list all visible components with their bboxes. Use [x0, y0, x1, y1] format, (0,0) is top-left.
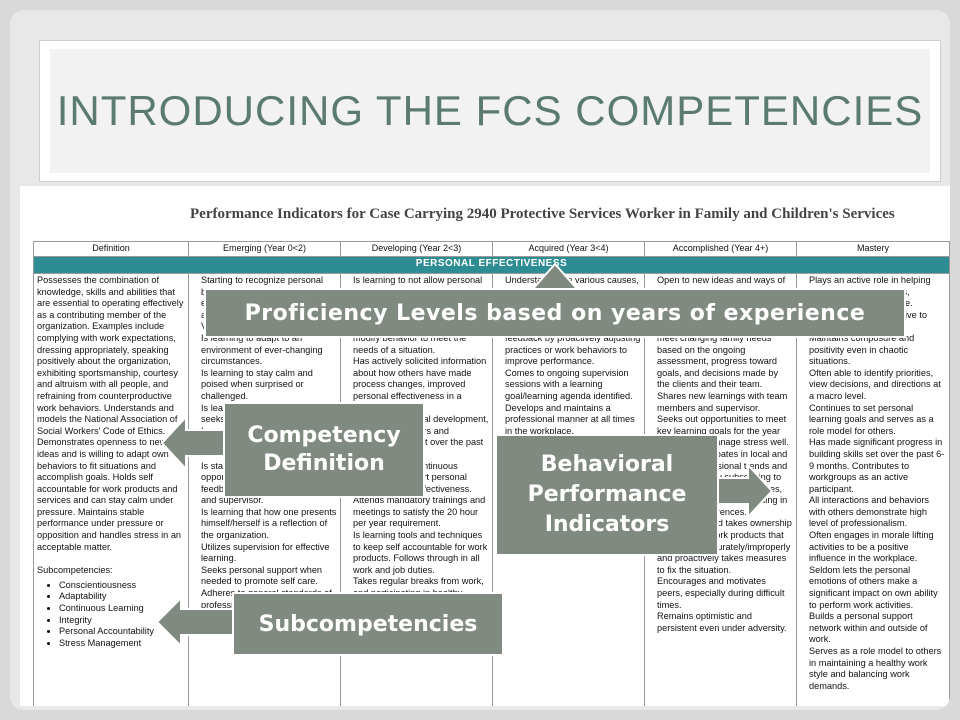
list-item: Often able to identify priorities, view …	[809, 368, 946, 403]
callout-subcompetencies-text: Subcompetencies	[258, 611, 478, 637]
callout-behavioral-line2: Performance	[527, 482, 687, 507]
title-inner: INTRODUCING THE FCS COMPETENCIES	[50, 49, 930, 173]
callout-subcompetencies: Subcompetencies	[232, 592, 504, 656]
list-item: Seeks personal support when needed to pr…	[201, 565, 337, 588]
section-header: PERSONAL EFFECTIVENESS	[33, 256, 950, 274]
list-item: Maintains composure and positivity even …	[809, 333, 946, 368]
callout-definition-line2: Definition	[263, 451, 385, 476]
list-item: Is learning to adapt to an environment o…	[201, 333, 337, 368]
column-header: Emerging (Year 0<2)	[188, 241, 341, 257]
list-item: Continuous Learning	[59, 603, 185, 615]
mastery-cell: Plays an active role in helping agency i…	[796, 273, 950, 706]
list-item: Attends mandatory trainings and meetings…	[353, 495, 489, 530]
callout-behavioral-line3: Indicators	[544, 512, 670, 537]
column-header: Acquired (Year 3<4)	[492, 241, 645, 257]
column-header: Definition	[33, 241, 189, 257]
callout-proficiency-text: Proficiency Levels based on years of exp…	[244, 300, 866, 326]
list-item: Is learning that how one presents himsel…	[201, 507, 337, 542]
definition-text: Possesses the combination of knowledge, …	[37, 275, 184, 552]
callout-proficiency: Proficiency Levels based on years of exp…	[204, 288, 906, 338]
column-header: Developing (Year 2<3)	[340, 241, 493, 257]
list-item: Serves as a role model to others in main…	[809, 646, 946, 692]
list-item: All interactions and behaviors with othe…	[809, 495, 946, 530]
callout-competency-definition: Competency Definition	[223, 402, 425, 498]
list-item: Encourages and motivates peers, especial…	[657, 576, 793, 611]
document-title: Performance Indicators for Case Carrying…	[190, 206, 895, 222]
column-header: Accomplished (Year 4+)	[644, 241, 797, 257]
callout-definition-line1: Competency	[247, 423, 401, 448]
list-item: Is learning to stay calm and poised when…	[201, 368, 337, 403]
list-item: Adaptability	[59, 591, 185, 603]
list-item: Conscientiousness	[59, 580, 185, 592]
list-item: Shares new learnings with team members a…	[657, 391, 793, 414]
list-item: Builds a personal support network within…	[809, 611, 946, 646]
mastery-cell-body: Plays an active role in helping agency i…	[800, 275, 946, 706]
subcompetencies-label: Subcompetencies:	[37, 565, 113, 576]
subcompetencies-list-wrap: ConscientiousnessAdaptabilityContinuous …	[37, 580, 185, 650]
list-item: Has made significant progress in buildin…	[809, 437, 946, 495]
list-item: Utilizes supervision for effective learn…	[201, 542, 337, 565]
slide-title: INTRODUCING THE FCS COMPETENCIES	[56, 87, 924, 134]
subcompetencies-list: ConscientiousnessAdaptabilityContinuous …	[37, 580, 185, 650]
arrow-right-icon	[716, 463, 774, 519]
list-item: Recognizes and takes ownership of situat…	[657, 518, 793, 576]
arrow-left-icon	[160, 415, 225, 471]
callout-behavioral-indicators: Behavioral Performance Indicators	[495, 434, 719, 556]
callout-behavioral-line1: Behavioral	[540, 452, 674, 477]
list-item: Integrity	[59, 615, 185, 627]
definition-cell-body: Possesses the combination of knowledge, …	[37, 275, 185, 706]
column-header: Mastery	[796, 241, 950, 257]
list-item: Stress Management	[59, 638, 185, 650]
definition-cell: Possesses the combination of knowledge, …	[33, 273, 189, 706]
list-item: Develops and maintains a professional ma…	[505, 403, 641, 438]
list-item: Often engages in morale lifting activiti…	[809, 530, 946, 611]
list-item: Comes to ongoing supervision sessions wi…	[505, 368, 641, 403]
list-item: Personal Accountability	[59, 626, 185, 638]
arrow-left-icon	[155, 596, 234, 648]
list-item: Seeks out opportunities to meet key lear…	[657, 414, 793, 449]
title-box: INTRODUCING THE FCS COMPETENCIES	[39, 40, 941, 182]
list-item: Continues to set personal learning goals…	[809, 403, 946, 438]
list-item: Remains optimistic and persistent even u…	[657, 611, 793, 634]
list-item: Is learning tools and techniques to keep…	[353, 530, 489, 576]
